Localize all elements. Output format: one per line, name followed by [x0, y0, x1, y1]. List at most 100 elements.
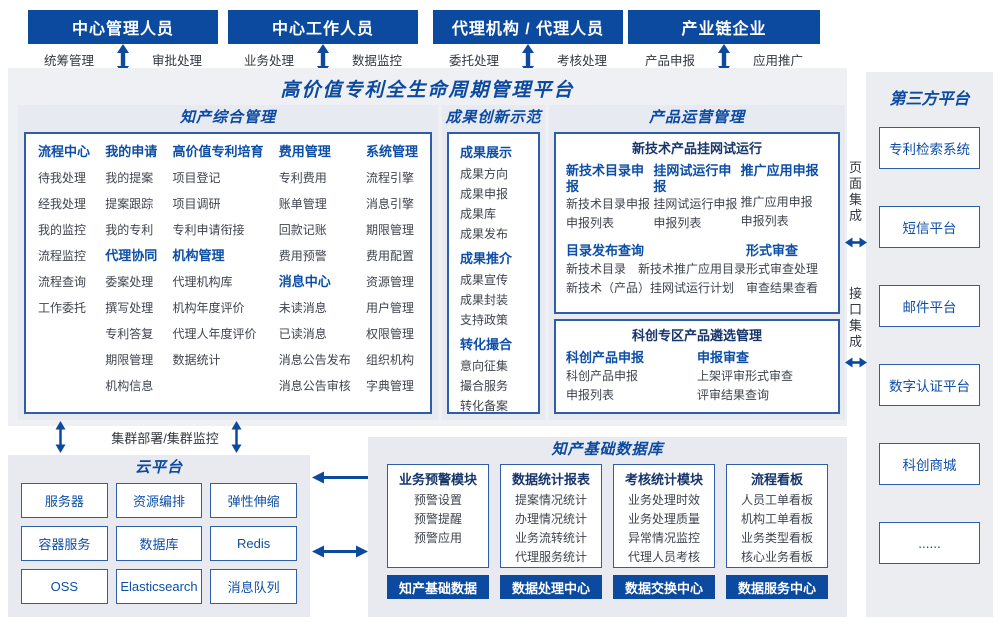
section-title: 第三方平台 — [889, 91, 970, 108]
database-module: 数据统计报表 提案情况统计办理情况统计业务流转统计代理服务统计 数据处理中心 — [500, 464, 602, 599]
user-group-labels: 统筹管理 审批处理 — [28, 44, 218, 69]
platform-title: 高价值专利全生命周期管理平台 — [280, 80, 575, 101]
menu-item: 我的专利 — [105, 223, 154, 237]
user-group-right-label: 应用推广 — [753, 54, 804, 68]
menu-item: 费用配置 — [365, 249, 414, 263]
menu-item: 流程引擎 — [365, 171, 414, 185]
module-group: 高价值专利培育 项目登记项目调研专利申请衔接 — [172, 139, 263, 243]
selection-box: 科创专区产品遴选管理 科创产品申报 科创产品申报申报列表 申报审查 — [554, 319, 840, 414]
module-group: 机构管理 代理机构库机构年度评价代理人年度评价数据统计 — [172, 243, 263, 373]
group-header: 机构管理 — [172, 248, 225, 263]
menu-item: 新技术目录申报 — [566, 197, 651, 211]
user-group-left-label: 业务处理 — [243, 54, 294, 68]
section-title: 知产基础数据库 — [551, 441, 664, 458]
menu-item: 转化备案 — [460, 399, 509, 413]
section-achievements: 成果创新示范 成果展示 成果方向成果申报成果库成果发布 成果推介 成果宣传成果封… — [442, 105, 545, 420]
vertical-double-arrow-icon — [718, 44, 730, 75]
user-group: 代理机构 / 代理人员 委托处理 考核处理 — [433, 10, 623, 76]
group-header: 推广应用申报 — [740, 163, 819, 178]
menu-item: 申报列表 — [566, 216, 615, 230]
module-group: 费用管理 专利费用账单管理回款记账费用预警 — [279, 139, 351, 269]
section-third-party: 第三方平台 专利检索系统短信平台邮件平台数字认证平台科创商城...... — [866, 72, 993, 617]
menu-item: 提案情况统计 — [514, 493, 587, 507]
menu-item: 形式审查处理 — [746, 262, 819, 276]
group-header: 流程中心 — [38, 144, 91, 159]
menu-item: 提案跟踪 — [105, 197, 154, 211]
left-arrow-icon — [312, 471, 368, 484]
cluster-label: 集群部署/集群监控 — [111, 431, 219, 446]
menu-item: 项目登记 — [172, 171, 221, 185]
group-header: 代理协同 — [105, 248, 158, 263]
group-items: 业务处理时效业务处理质量异常情况监控代理人员考核 — [614, 491, 714, 567]
third-party-platform: 数字认证平台 — [879, 364, 980, 406]
menu-item: 经我处理 — [38, 197, 87, 211]
module-group: 我的申请 我的提案提案跟踪我的专利 — [105, 139, 157, 243]
cloud-service: 弹性伸缩 — [210, 483, 297, 518]
group-items: 推广应用申报申报列表 — [741, 193, 828, 231]
cloud-service: 消息队列 — [210, 569, 297, 604]
ip-column: 我的申请 我的提案提案跟踪我的专利 代理协同 委案处理撰写处理专利答复期限管理机… — [105, 139, 157, 407]
group-header: 费用管理 — [278, 144, 331, 159]
user-group-right-label: 审批处理 — [152, 54, 203, 68]
section-title: 云平台 — [134, 459, 183, 476]
module-group: 成果展示 成果方向成果申报成果库成果发布 — [460, 141, 538, 244]
group-header: 我的申请 — [105, 144, 158, 159]
group-items: 挂网试运行申报申报列表 — [653, 195, 740, 233]
cloud-service: 容器服务 — [21, 526, 108, 561]
group-header: 消息中心 — [278, 274, 331, 289]
user-group: 中心管理人员 统筹管理 审批处理 — [28, 10, 218, 76]
menu-item: 申报列表 — [566, 388, 615, 402]
group-items: 未读消息已读消息消息公告发布消息公告审核 — [279, 295, 351, 399]
group-items: 科创产品申报申报列表 — [566, 367, 697, 405]
horizontal-double-arrow-icon — [312, 545, 368, 558]
module-group: 科创产品申报 科创产品申报申报列表 — [566, 347, 697, 405]
user-group-labels: 业务处理 数据监控 — [228, 44, 418, 69]
third-party-list: 专利检索系统短信平台邮件平台数字认证平台科创商城...... — [866, 109, 993, 564]
achievements-box: 成果展示 成果方向成果申报成果库成果发布 成果推介 成果宣传成果封装支持政策 转… — [447, 132, 540, 414]
menu-item: 待我处理 — [38, 171, 87, 185]
menu-item: 我的监控 — [38, 223, 87, 237]
menu-item: 账单管理 — [278, 197, 327, 211]
section-title: 知产综合管理 — [179, 109, 276, 126]
page-integration-label: 页面集成 — [848, 160, 862, 223]
menu-item: 成果宣传 — [460, 273, 509, 287]
group-header: 形式审查 — [746, 243, 799, 258]
menu-item: 数据统计 — [172, 353, 221, 367]
menu-item: 费用预警 — [278, 249, 327, 263]
horizontal-double-arrow-icon — [845, 357, 867, 368]
module-box: 流程看板 人员工单看板机构工单看板业务类型看板核心业务看板 — [726, 464, 828, 568]
third-party-platform: 科创商城 — [879, 443, 980, 485]
vertical-double-arrow-icon — [522, 44, 534, 75]
group-items: 人员工单看板机构工单看板业务类型看板核心业务看板 — [727, 491, 827, 567]
menu-item: 业务处理质量 — [627, 512, 700, 526]
group-header: 成果推介 — [460, 251, 513, 266]
menu-item: 成果发布 — [460, 227, 509, 241]
menu-item: 消息引擎 — [365, 197, 414, 211]
menu-item: 字典管理 — [365, 379, 414, 393]
module-group: 转化撮合 意向征集撮合服务转化备案 — [460, 333, 538, 416]
group-header: 申报审查 — [697, 350, 750, 365]
menu-item: 专利答复 — [105, 327, 154, 341]
menu-item: 审查结果查看 — [746, 281, 819, 295]
user-group-right-label: 考核处理 — [557, 54, 608, 68]
menu-item: 流程监控 — [38, 249, 87, 263]
menu-item: 权限管理 — [365, 327, 414, 341]
menu-item: 新技术（产品）挂网试运行计划 — [566, 281, 735, 295]
section-title: 产品运营管理 — [648, 109, 745, 126]
horizontal-double-arrow-icon — [845, 237, 867, 248]
menu-item: 预警设置 — [413, 493, 462, 507]
group-header: 考核统计模块 — [624, 472, 703, 487]
selection-columns: 科创产品申报 科创产品申报申报列表 申报审查 上架评审形式审查评审结果查询 — [566, 347, 828, 405]
ip-column: 流程中心 待我处理经我处理我的监控流程监控流程查询工作委托 — [38, 139, 90, 407]
group-header: 业务预警模块 — [398, 472, 477, 487]
cloud-service: OSS — [21, 569, 108, 604]
menu-item: 申报列表 — [653, 216, 702, 230]
vertical-double-arrow-icon — [231, 421, 242, 453]
group-header: 科创产品申报 — [566, 350, 645, 365]
ip-management-box: 流程中心 待我处理经我处理我的监控流程监控流程查询工作委托 我的申请 — [24, 132, 432, 414]
section-ip-management: 知产综合管理 流程中心 待我处理经我处理我的监控流程监控流程查询工作委托 — [18, 105, 438, 420]
group-header: 高价值专利培育 — [172, 144, 264, 159]
menu-item: 用户管理 — [365, 301, 414, 315]
menu-item: 流程查询 — [38, 275, 87, 289]
trial-run-columns: 新技术目录申报 新技术目录申报申报列表 挂网试运行申报 挂网试运行申报申报列表 — [566, 160, 828, 233]
